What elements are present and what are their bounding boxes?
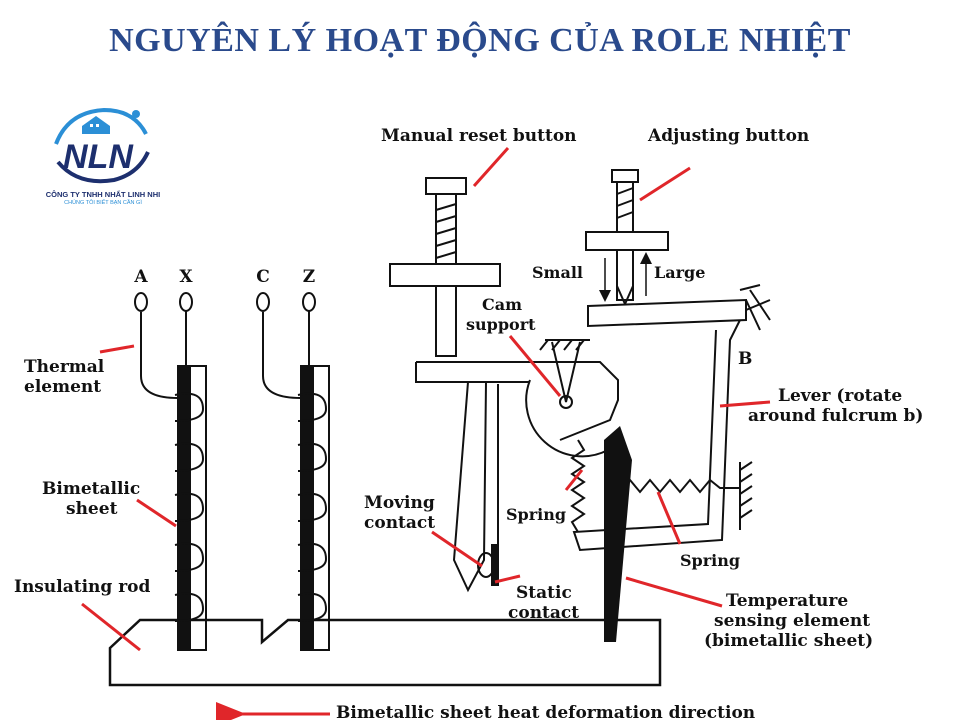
cam-label-line2: support xyxy=(466,315,536,334)
terminal-x-label: X xyxy=(179,267,193,287)
pointer-lines xyxy=(81,146,771,720)
moving-contact-assembly xyxy=(415,361,619,593)
static-label-line1: Static xyxy=(516,583,572,603)
thermal-label-line2: element xyxy=(24,377,101,397)
terminal-c-label: C xyxy=(256,267,270,287)
temperature-sensing-element xyxy=(604,426,632,642)
spring-left xyxy=(570,439,586,533)
lever-label-line2: around fulcrum b) xyxy=(748,406,923,426)
insulating-label: Insulating rod xyxy=(14,577,150,597)
temp-label-line2: sensing element xyxy=(714,611,870,631)
static-label-line2: contact xyxy=(508,603,579,623)
large-label: Large xyxy=(654,263,705,282)
spring-right xyxy=(619,478,740,494)
adjusting-label: Adjusting button xyxy=(647,126,809,146)
b-point-label: B xyxy=(738,349,752,369)
direction-label: Bimetallic sheet heat deformation direct… xyxy=(336,703,755,720)
bimetallic-sheet-left xyxy=(134,292,207,651)
svg-text:NLN: NLN xyxy=(63,138,134,176)
terminal-z-label: Z xyxy=(303,267,315,287)
page-title: NGUYÊN LÝ HOẠT ĐỘNG CỦA ROLE NHIỆT xyxy=(109,22,851,59)
thermal-label-line1: Thermal xyxy=(24,357,105,377)
lever xyxy=(572,284,771,552)
insulating-rod-base xyxy=(108,618,662,687)
cam-support xyxy=(525,339,609,458)
bimetallic-label-line1: Bimetallic xyxy=(42,479,140,499)
logo-emblem-icon: NLN xyxy=(54,107,150,184)
lever-label-line1: Lever (rotate xyxy=(778,386,902,406)
spring-right-label: Spring xyxy=(680,551,740,570)
moving-label-line1: Moving xyxy=(364,493,435,513)
company-tagline: CHÚNG TÔI BIẾT BẠN CẦN GÌ xyxy=(64,200,142,206)
temp-label-line3: (bimetallic sheet) xyxy=(704,631,873,651)
moving-label-line2: contact xyxy=(364,513,435,533)
cam-label-line1: Cam xyxy=(482,295,522,314)
bimetallic-label-line2: sheet xyxy=(66,499,118,519)
company-name: CÔNG TY TNHH NHẤT LINH NHI xyxy=(45,190,161,199)
spring-left-label: Spring xyxy=(506,505,566,524)
small-label: Small xyxy=(532,263,583,282)
manual-reset-button xyxy=(389,177,501,357)
wall-mount xyxy=(739,461,753,530)
terminal-a-label: A xyxy=(133,267,148,287)
manual-reset-label: Manual reset button xyxy=(381,126,577,146)
company-logo: NLN CÔNG TY TNHH NHẤT LINH NHI CHÚNG TÔI… xyxy=(38,104,168,224)
temp-label-line1: Temperature xyxy=(726,591,848,611)
bimetallic-sheet-right xyxy=(256,292,330,651)
